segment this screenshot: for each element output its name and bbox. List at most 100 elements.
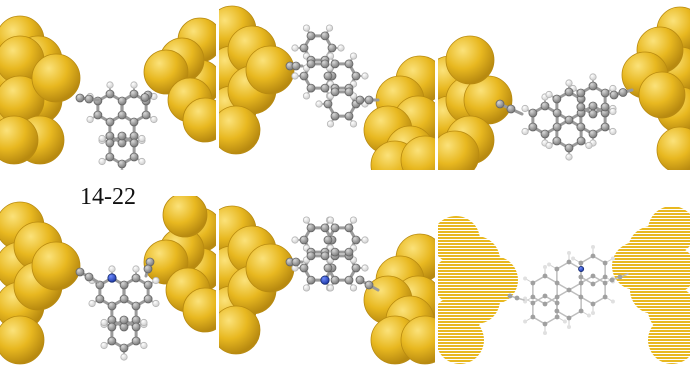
carbon-atom <box>542 293 548 299</box>
carbon-atom <box>588 81 598 91</box>
hydrogen-atom <box>326 284 335 292</box>
hydrogen-atom <box>88 299 96 308</box>
carbon-atom <box>364 280 374 290</box>
hydrogen-atom <box>302 216 311 224</box>
carbon-atom <box>330 59 340 69</box>
hydrogen-atom <box>140 318 148 327</box>
carbon-atom <box>554 280 560 286</box>
carbon-atom <box>618 88 628 97</box>
carbon-atom <box>364 95 374 105</box>
hydrogen-atom <box>86 115 94 124</box>
hydrogen-atom <box>120 353 128 361</box>
hydrogen-atom <box>326 120 335 128</box>
carbon-atom <box>299 71 309 81</box>
hydrogen-atom <box>565 79 573 87</box>
gold-atom <box>630 266 678 314</box>
carbon-atom <box>578 274 584 280</box>
carbon-atom <box>564 143 574 153</box>
hydrogen-atom <box>585 141 593 150</box>
panel-2-junction <box>219 5 435 170</box>
hydrogen-atom <box>562 319 567 324</box>
gold-atom <box>445 35 495 85</box>
hydrogen-atom <box>349 52 358 60</box>
hydrogen-atom <box>543 331 547 335</box>
carbon-atom <box>602 274 608 280</box>
carbon-atom <box>131 336 141 346</box>
carbon-atom <box>105 89 115 99</box>
carbon-atom <box>84 94 94 104</box>
carbon-atom <box>590 253 596 259</box>
hydrogen-atom <box>302 284 311 292</box>
carbon-atom <box>141 110 151 120</box>
carbon-atom <box>552 108 562 118</box>
carbon-atom <box>117 159 127 169</box>
carbon-atom <box>306 31 316 41</box>
carbon-atom <box>528 108 538 118</box>
carbon-atom <box>355 275 365 285</box>
carbon-atom <box>330 111 340 121</box>
carbon-atom <box>320 59 330 69</box>
hydrogen-atom <box>326 216 335 224</box>
gold-atom <box>182 97 216 143</box>
carbon-atom <box>344 59 354 69</box>
carbon-atom <box>590 281 596 287</box>
carbon-atom <box>105 152 115 162</box>
hydrogen-atom <box>325 24 334 32</box>
carbon-atom <box>323 99 333 109</box>
carbon-atom <box>119 315 129 325</box>
carbon-atom <box>566 287 572 293</box>
carbon-atom <box>105 138 115 148</box>
hydrogen-atom <box>609 127 617 136</box>
gold-atom <box>219 105 261 155</box>
carbon-atom <box>320 31 330 41</box>
carbon-atom <box>530 300 536 306</box>
carbon-atom <box>588 129 598 139</box>
hydrogen-atom <box>567 325 571 329</box>
hydrogen-atom <box>591 311 595 315</box>
carbon-atom <box>299 235 309 245</box>
carbon-atom <box>75 93 85 103</box>
carbon-atom <box>119 280 129 290</box>
panel-4-junction <box>0 196 216 365</box>
carbon-atom <box>117 96 127 106</box>
gold-atom <box>648 316 690 364</box>
nitrogen-atom <box>320 275 330 285</box>
figure-label: 14-22 <box>80 184 136 210</box>
carbon-atom <box>306 223 316 233</box>
carbon-atom <box>530 314 536 320</box>
carbon-atom <box>344 223 354 233</box>
carbon-atom <box>320 251 330 261</box>
carbon-atom <box>344 247 354 257</box>
carbon-atom <box>117 131 127 141</box>
hydrogen-atom <box>545 141 553 150</box>
gold-atom <box>0 315 45 365</box>
carbon-atom <box>600 102 610 112</box>
carbon-atom <box>306 59 316 69</box>
carbon-atom <box>578 260 584 266</box>
carbon-atom <box>602 280 608 286</box>
carbon-atom <box>75 267 85 277</box>
hydrogen-atom <box>547 262 552 267</box>
carbon-atom <box>609 277 615 283</box>
hydrogen-atom <box>132 265 140 273</box>
nitrogen-atom <box>107 273 117 283</box>
carbon-atom <box>576 88 586 98</box>
hydrogen-atom <box>610 256 615 261</box>
carbon-atom <box>131 322 141 332</box>
hydrogen-atom <box>130 81 138 89</box>
hydrogen-atom <box>521 127 529 136</box>
hydrogen-atom <box>609 107 617 116</box>
carbon-atom <box>143 280 153 290</box>
carbon-atom <box>330 275 340 285</box>
carbon-atom <box>344 111 354 121</box>
carbon-atom <box>119 343 129 353</box>
hydrogen-atom <box>521 104 529 113</box>
carbon-atom <box>330 247 340 257</box>
carbon-atom <box>140 93 150 102</box>
carbon-atom <box>93 110 103 120</box>
gold-atom <box>656 126 690 170</box>
carbon-atom <box>351 263 361 273</box>
carbon-atom <box>291 61 301 71</box>
gold-atom <box>400 315 435 365</box>
hydrogen-atom <box>302 92 311 100</box>
